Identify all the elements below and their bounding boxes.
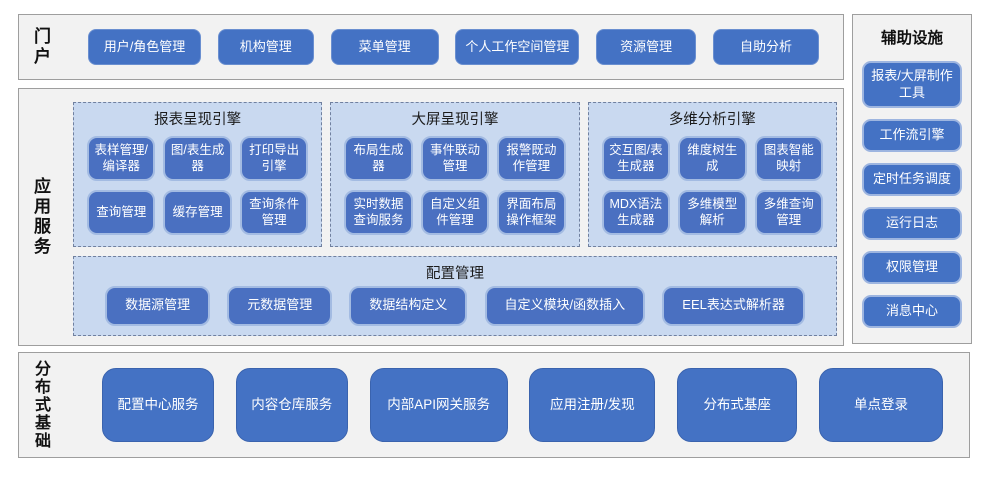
config-title: 配置管理	[426, 266, 484, 282]
foundation-button: 应用注册/发现	[529, 368, 656, 442]
portal-button: 资源管理	[596, 29, 697, 65]
portal-button: 机构管理	[217, 29, 314, 65]
foundation-button: 单点登录	[818, 368, 943, 442]
engine-module: 缓存管理	[163, 190, 232, 235]
portal-panel: 门户 用户/角色管理 机构管理 菜单管理 个人工作空间管理 资源管理 自助分析	[18, 14, 844, 80]
engine-module: 图/表生成器	[163, 136, 232, 181]
engine-module: 事件联动管理	[420, 136, 490, 181]
engine-title: 报表呈现引擎	[154, 112, 242, 128]
auxiliary-panel: 辅助设施 报表/大屏制作工具 工作流引擎 定时任务调度 运行日志 权限管理 消息…	[852, 14, 972, 344]
auxiliary-button: 工作流引擎	[862, 119, 962, 152]
engine-module: MDX语法生成器	[601, 190, 671, 235]
engine-report: 报表呈现引擎 表样管理/编译器 图/表生成器 打印导出引擎 查询管理 缓存管理 …	[73, 102, 323, 247]
engine-module: 打印导出引擎	[239, 136, 309, 181]
engine-module: 查询管理	[87, 190, 156, 235]
auxiliary-button: 权限管理	[862, 251, 962, 284]
engine-module: 维度树生成	[678, 136, 747, 181]
auxiliary-button: 消息中心	[862, 295, 962, 328]
foundation-button: 内部API网关服务	[369, 368, 508, 442]
engine-module: 界面布局操作框架	[497, 190, 566, 235]
portal-button: 个人工作空间管理	[455, 29, 580, 65]
engine-olap: 多维分析引擎 交互图/表生成器 维度树生成 图表智能映射 MDX语法生成器 多维…	[587, 102, 837, 247]
engine-module: 布局生成器	[344, 136, 413, 181]
config-module: 自定义模块/函数插入	[484, 285, 646, 326]
engine-module: 多维查询管理	[754, 190, 823, 235]
config-module: 元数据管理	[227, 285, 333, 326]
engine-module: 报警既动作管理	[497, 136, 566, 181]
engine-dashboard: 大屏呈现引擎 布局生成器 事件联动管理 报警既动作管理 实时数据查询服务 自定义…	[330, 102, 580, 247]
foundation-button-row: 配置中心服务 内容仓库服务 内部API网关服务 应用注册/发现 分布式基座 单点…	[62, 368, 969, 442]
foundation-label: 分布式基础	[32, 360, 49, 450]
foundation-button: 配置中心服务	[102, 368, 214, 442]
auxiliary-button: 定时任务调度	[862, 163, 962, 196]
engine-module: 多维模型解析	[678, 190, 747, 235]
auxiliary-button: 报表/大屏制作工具	[862, 61, 962, 108]
engine-title: 大屏呈现引擎	[411, 112, 499, 128]
portal-button-row: 用户/角色管理 机构管理 菜单管理 个人工作空间管理 资源管理 自助分析	[62, 29, 843, 65]
portal-button: 自助分析	[712, 29, 819, 65]
config-module: 数据源管理	[105, 285, 211, 326]
auxiliary-title: 辅助设施	[880, 30, 943, 47]
portal-label: 门户	[31, 27, 50, 67]
engine-module: 图表智能映射	[754, 136, 823, 181]
foundation-panel: 分布式基础 配置中心服务 内容仓库服务 内部API网关服务 应用注册/发现 分布…	[18, 352, 970, 458]
config-module: EEL表达式解析器	[662, 285, 805, 326]
engine-module: 自定义组件管理	[420, 190, 490, 235]
engine-module: 表样管理/编译器	[87, 136, 156, 181]
engine-module: 查询条件管理	[239, 190, 309, 235]
app-services-label: 应用服务	[31, 177, 50, 257]
app-services-panel: 应用服务 报表呈现引擎 表样管理/编译器 图/表生成器 打印导出引擎 查询管理 …	[18, 88, 844, 346]
engine-module: 实时数据查询服务	[344, 190, 413, 235]
foundation-button: 分布式基座	[677, 368, 798, 442]
auxiliary-button: 运行日志	[862, 207, 962, 240]
portal-button: 用户/角色管理	[88, 29, 201, 65]
engine-row: 报表呈现引擎 表样管理/编译器 图/表生成器 打印导出引擎 查询管理 缓存管理 …	[73, 102, 837, 247]
engine-module: 交互图/表生成器	[601, 136, 671, 181]
config-module: 数据结构定义	[349, 285, 468, 326]
auxiliary-button-column: 报表/大屏制作工具 工作流引擎 定时任务调度 运行日志 权限管理 消息中心	[853, 61, 971, 328]
engine-title: 多维分析引擎	[668, 112, 756, 128]
foundation-button: 内容仓库服务	[235, 368, 348, 442]
portal-button: 菜单管理	[330, 29, 439, 65]
config-management-box: 配置管理 数据源管理 元数据管理 数据结构定义 自定义模块/函数插入 EEL表达…	[73, 256, 837, 336]
